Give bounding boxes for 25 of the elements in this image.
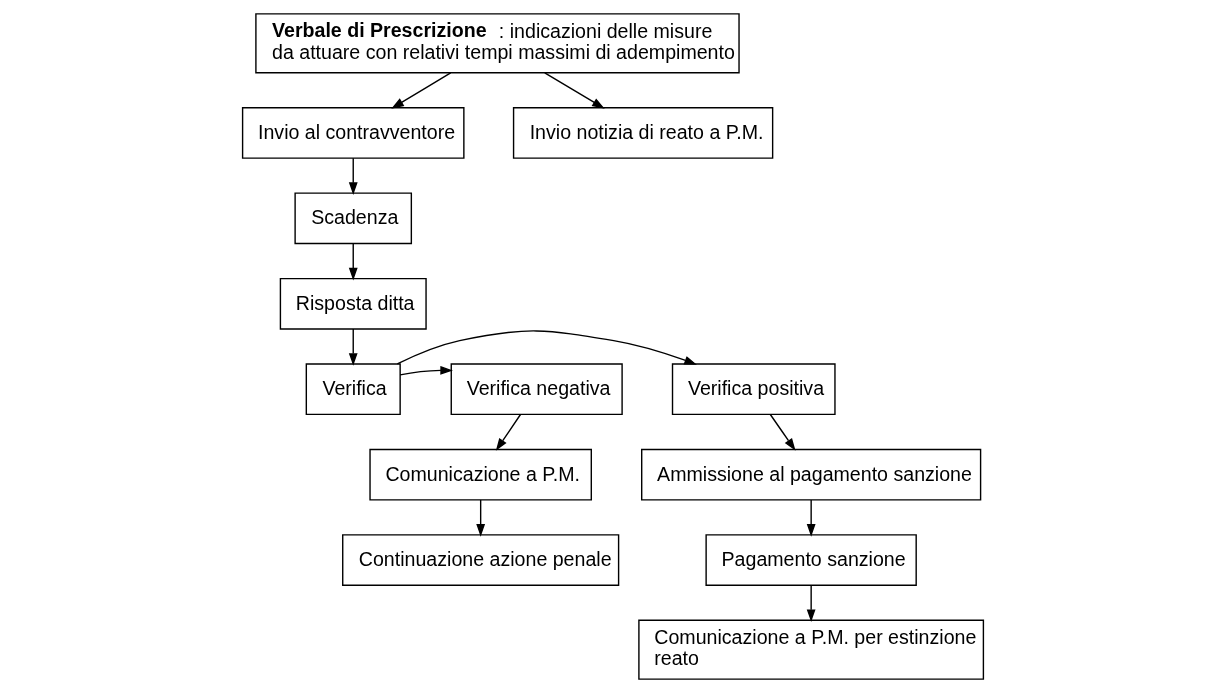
arrow (390, 72, 451, 109)
node-box: Scadenza (293, 192, 412, 245)
node-box: Verifica (305, 363, 401, 416)
arrow (543, 72, 605, 109)
node-box: Ammissione al pagamento sanzione (640, 448, 981, 501)
node-box: Pagamento sanzione (704, 534, 917, 586)
node-box: Verifica positiva (671, 363, 836, 416)
arrow (398, 365, 453, 376)
arrow (806, 499, 816, 537)
node-box: Comunicazione a P.M. (368, 448, 592, 501)
node-box: Invio notizia di reato a P.M. (512, 107, 773, 159)
node-box: Invio al contravventore (241, 107, 465, 159)
arrow (806, 584, 816, 623)
arrow (769, 413, 796, 451)
node-box: Comunicazione a P.M. per estinzione reato (637, 619, 984, 680)
node-box: Risposta ditta (279, 277, 427, 330)
node-box: Verbale di Prescrizione: indicazioni delle misure da attuare con relativi tempi massimi di adempimento (254, 13, 740, 74)
arrow (348, 328, 358, 366)
node-box: Verifica negativa (450, 363, 623, 416)
node-box: Continuazione azione penale (341, 534, 619, 586)
arrow (348, 242, 358, 281)
arrow (475, 499, 485, 537)
arrow (495, 413, 521, 451)
arrow (348, 157, 358, 195)
arrow (396, 330, 697, 365)
